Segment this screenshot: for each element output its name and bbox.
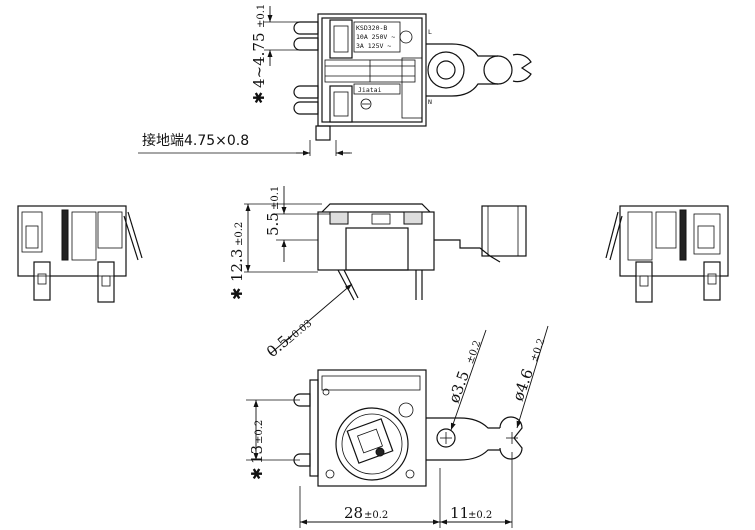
dim-height-partial-tol: ±0.1 — [270, 186, 281, 210]
ground-terminal-label: 接地端4.75×0.8 — [142, 132, 249, 149]
brand-text: Jiatai — [358, 86, 382, 94]
rating-1-text: 10A 250V ~ — [356, 33, 395, 41]
side-view-left — [17, 205, 143, 303]
terminal-n-text: N — [428, 98, 432, 106]
dim-height-bottom-value: 13 — [248, 445, 266, 464]
dim-height-overall-tol: ±0.2 — [234, 222, 245, 246]
dim-wire-dia-tol: ±0.03 — [284, 318, 315, 346]
dim-height-partial-value: 5.5 — [264, 212, 282, 236]
dim-width-28-value: 28 — [344, 504, 363, 522]
dim-terminal-width-value: 4~4.75 — [250, 32, 268, 88]
dim-width-11-value: 11 — [450, 504, 469, 522]
side-view-right — [605, 205, 729, 303]
dim-width-11-tol: ±0.2 — [468, 510, 492, 521]
model-text: KSD320-B — [356, 24, 387, 32]
dim-width-28-tol: ±0.2 — [364, 510, 388, 521]
dim-hole-small-tol: ±0.2 — [465, 339, 484, 366]
dim-terminal-width-star: ✱ — [250, 91, 268, 104]
dim-height-overall-value: 12.3 — [228, 249, 246, 282]
bottom-view: ø3.5 ±0.2 ø4.6 ±0.2 ✱ 13 ±0.2 28 ±0.2 11… — [246, 325, 549, 528]
dim-hole-small-value: ø3.5 — [445, 368, 473, 405]
dim-hole-large-value: ø4.6 — [509, 366, 537, 403]
dim-hole-large-tol: ±0.2 — [529, 337, 548, 364]
dim-height-overall-star: ✱ — [228, 287, 246, 300]
dim-height-bottom-tol: ±0.2 — [254, 420, 265, 444]
terminal-l-text: L — [428, 28, 432, 36]
dim-height-bottom-star: ✱ — [248, 467, 266, 480]
front-view: ✱ 12.3 ±0.2 5.5 ±0.1 0.5 ±0.03 — [228, 186, 527, 361]
dim-terminal-width-tol: ±0.1 — [256, 4, 267, 28]
top-view: KSD320-B 10A 250V ~ 3A 125V ~ Jiatai L N… — [138, 4, 532, 156]
rating-2-text: 3A 125V ~ — [356, 42, 391, 50]
